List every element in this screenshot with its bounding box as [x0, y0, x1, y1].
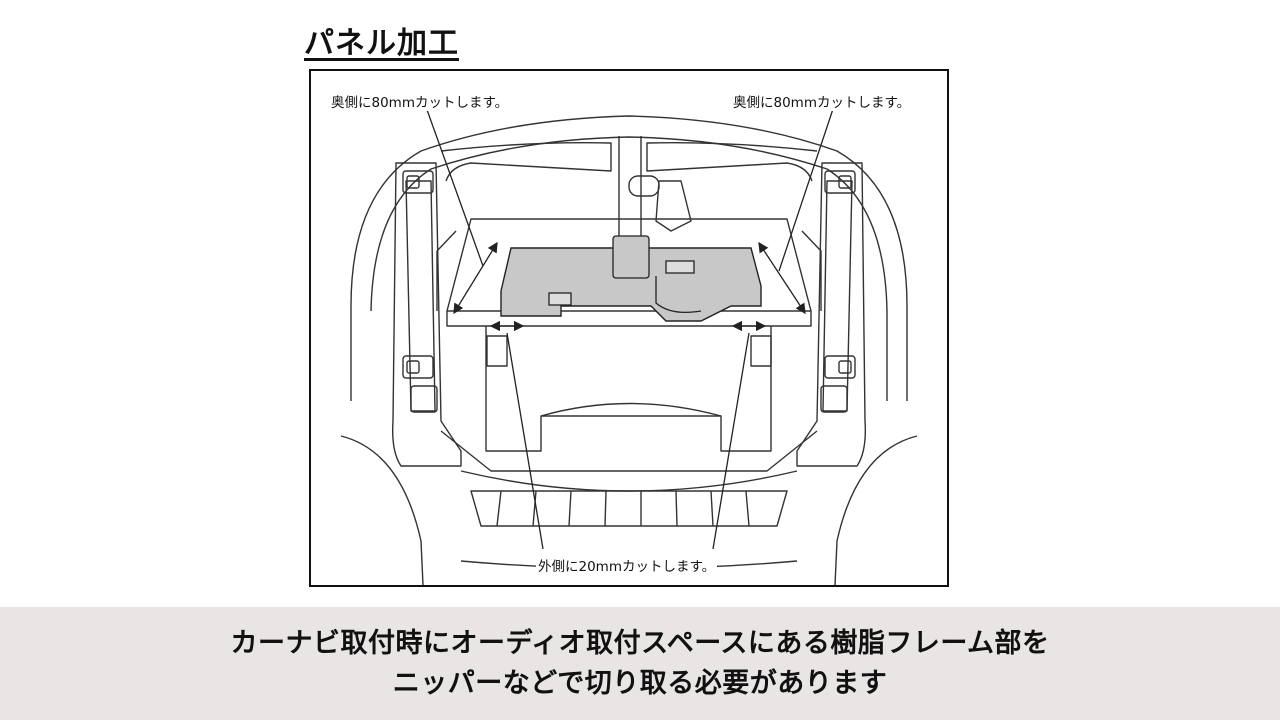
label-left-rear-cut: 奥側に80mmカットします。 — [329, 91, 511, 111]
dashboard-line-drawing — [340, 106, 918, 585]
label-right-rear-cut: 奥側に80mmカットします。 — [731, 91, 913, 111]
caption-band: カーナビ取付時にオーディオ取付スペースにある樹脂フレーム部を ニッパーなどで切り… — [0, 607, 1280, 720]
page-title: パネル加工 — [304, 26, 459, 61]
caption-line-1: カーナビ取付時にオーディオ取付スペースにある樹脂フレーム部を — [230, 627, 1050, 659]
label-outer-cut: 外側に20mmカットします。 — [536, 555, 718, 575]
dashboard-diagram: 奥側に80mmカットします。 奥側に80mmカットします。 外側に20mmカット… — [309, 69, 949, 587]
caption-line-2: ニッパーなどで切り取る必要があります — [392, 667, 888, 699]
